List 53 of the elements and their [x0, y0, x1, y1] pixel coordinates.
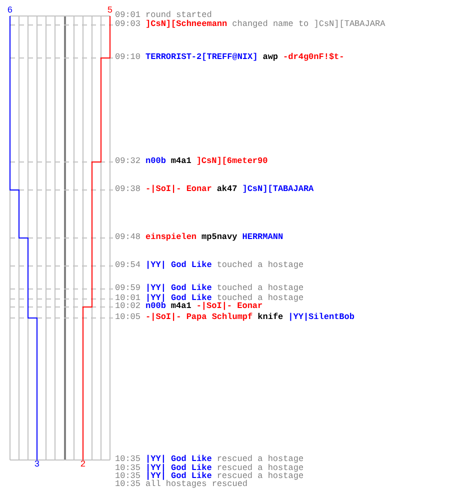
- timestamp: 10:02: [115, 302, 141, 311]
- player-name: |YY| God Like: [146, 455, 212, 464]
- player-name: |YY| God Like: [146, 294, 212, 303]
- weapon-name: ak47: [216, 185, 238, 194]
- weapon-name: m4a1: [170, 157, 192, 166]
- player-name: |YY| God Like: [146, 284, 212, 293]
- player-name: HERRMANN: [242, 233, 284, 242]
- player-name: einspielen: [146, 233, 197, 242]
- event-text: rescued a hostage: [216, 472, 304, 481]
- weapon-name: m4a1: [170, 302, 192, 311]
- count-label: 3: [34, 460, 40, 470]
- player-name: n00b: [146, 302, 166, 311]
- timestamp: 09:10: [115, 53, 141, 62]
- weapon-name: knife: [258, 313, 284, 322]
- weapon-name: awp: [262, 53, 278, 62]
- timestamp: 10:35: [115, 472, 141, 481]
- event-text: touched a hostage: [216, 261, 304, 270]
- count-label: 2: [80, 460, 86, 470]
- player-name: TERRORIST-2[TREFF@NIX]: [146, 53, 258, 62]
- timestamp: 09:48: [115, 233, 141, 242]
- event-text: round started: [146, 11, 212, 20]
- timestamp: 09:03: [115, 20, 141, 29]
- player-name: ]CsN][Schneemann: [146, 20, 228, 29]
- timestamp: 09:54: [115, 261, 141, 270]
- event-text: all hostages rescued: [146, 480, 248, 489]
- player-name: -|SoI|- Eonar: [196, 302, 263, 311]
- event-text: changed name to ]CsN][TABAJARA: [232, 20, 386, 29]
- player-name: n00b: [146, 157, 166, 166]
- timestamp: 09:59: [115, 284, 141, 293]
- count-label: 5: [107, 6, 113, 16]
- player-name: ]CsN][6meter90: [196, 157, 268, 166]
- event-text: rescued a hostage: [216, 455, 304, 464]
- event-text: rescued a hostage: [216, 464, 304, 473]
- player-name: |YY| God Like: [146, 472, 212, 481]
- timestamp: 09:38: [115, 185, 141, 194]
- timestamp: 10:01: [115, 294, 141, 303]
- player-name: -|SoI|- Eonar: [146, 185, 212, 194]
- timestamp: 10:35: [115, 455, 141, 464]
- event-text: touched a hostage: [216, 284, 304, 293]
- player-name: |YY| God Like: [146, 261, 212, 270]
- timestamp: 10:35: [115, 480, 141, 489]
- player-name: ]CsN][TABAJARA: [242, 185, 314, 194]
- timestamp: 09:01: [115, 11, 141, 20]
- timestamp: 10:35: [115, 464, 141, 473]
- weapon-name: mp5navy: [202, 233, 238, 242]
- player-name: |YY| God Like: [146, 464, 212, 473]
- player-name: -|SoI|- Papa Schlumpf: [146, 313, 253, 322]
- timestamp: 10:05: [115, 313, 141, 322]
- player-name: |YY|SilentBob: [288, 313, 354, 322]
- count-label: 6: [7, 6, 13, 16]
- event-text: touched a hostage: [216, 294, 304, 303]
- player-name: -dr4g0nF!$t-: [283, 53, 344, 62]
- timestamp: 09:32: [115, 157, 141, 166]
